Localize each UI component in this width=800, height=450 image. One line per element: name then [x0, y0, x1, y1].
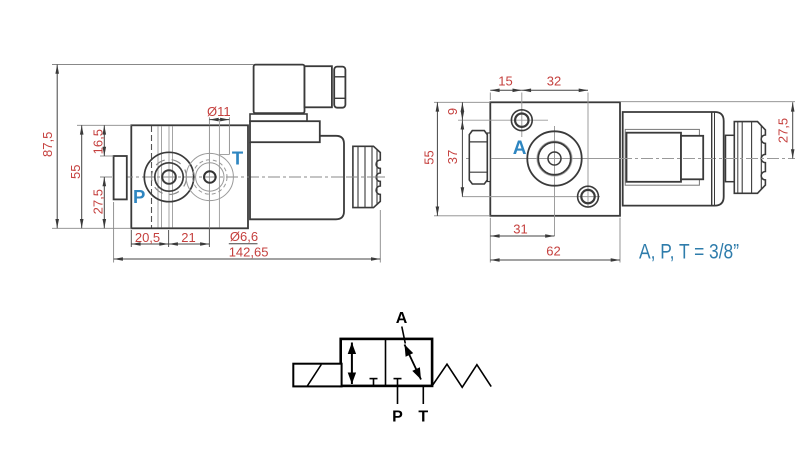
- svg-text:31: 31: [513, 222, 527, 237]
- svg-text:27,5: 27,5: [775, 118, 790, 143]
- svg-text:P: P: [392, 409, 403, 426]
- svg-text:9: 9: [445, 108, 460, 115]
- svg-text:21: 21: [181, 230, 195, 245]
- svg-text:87,5: 87,5: [40, 132, 55, 157]
- svg-text:15: 15: [498, 74, 512, 89]
- svg-text:A, P, T = 3/8”: A, P, T = 3/8”: [639, 241, 739, 264]
- svg-text:A: A: [513, 138, 527, 159]
- svg-text:16,5: 16,5: [90, 129, 105, 154]
- svg-text:32: 32: [547, 74, 561, 89]
- svg-text:20,5: 20,5: [135, 230, 160, 245]
- svg-text:Ø11: Ø11: [207, 104, 231, 119]
- svg-text:62: 62: [546, 244, 560, 259]
- svg-text:37: 37: [445, 150, 460, 164]
- svg-text:A: A: [396, 310, 408, 327]
- svg-text:Ø6,6: Ø6,6: [230, 229, 258, 244]
- svg-text:142,65: 142,65: [229, 245, 269, 260]
- svg-text:P: P: [133, 186, 145, 207]
- svg-text:27,5: 27,5: [90, 189, 105, 214]
- svg-text:55: 55: [68, 164, 83, 178]
- svg-text:55: 55: [421, 150, 436, 164]
- svg-text:T: T: [232, 148, 244, 169]
- svg-text:T: T: [418, 409, 428, 426]
